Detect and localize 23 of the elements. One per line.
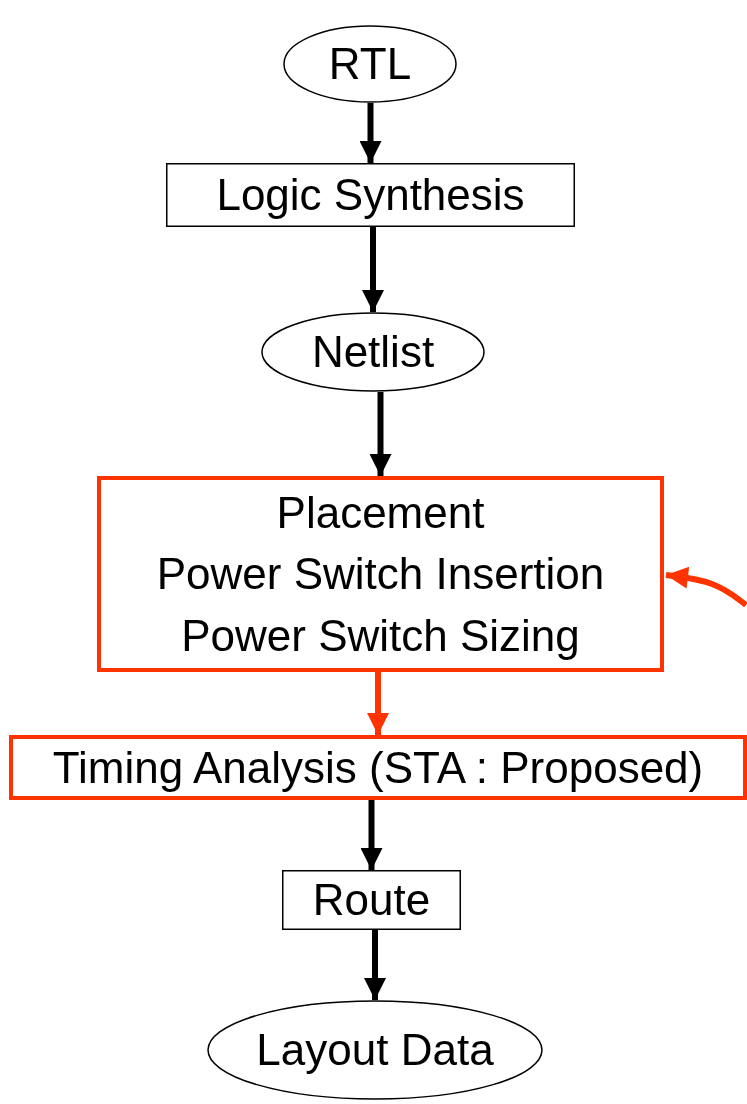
node-label: Logic Synthesis bbox=[216, 169, 525, 222]
process-box bbox=[97, 476, 664, 672]
node-label: Route bbox=[312, 874, 431, 927]
data-ellipse bbox=[261, 312, 485, 392]
node-label: Power Switch Sizing bbox=[181, 609, 580, 662]
arrow bbox=[369, 392, 392, 476]
node-label: Power Switch Insertion bbox=[156, 548, 605, 601]
arrow bbox=[362, 227, 384, 312]
process-box bbox=[166, 163, 575, 227]
process-box bbox=[9, 735, 747, 800]
node-label: Placement bbox=[276, 486, 485, 539]
node-label: Timing Analysis (STA : Proposed) bbox=[52, 741, 704, 794]
arrow bbox=[359, 103, 382, 163]
arrow bbox=[665, 566, 747, 608]
node-label: Netlist bbox=[311, 326, 435, 379]
data-ellipse bbox=[283, 25, 457, 103]
node-label: Layout Data bbox=[256, 1024, 494, 1077]
process-box bbox=[282, 870, 461, 930]
arrow bbox=[364, 930, 386, 1000]
node-label: RTL bbox=[328, 38, 412, 91]
arrow bbox=[367, 672, 389, 735]
arrow bbox=[360, 800, 383, 870]
data-ellipse bbox=[207, 1000, 543, 1100]
